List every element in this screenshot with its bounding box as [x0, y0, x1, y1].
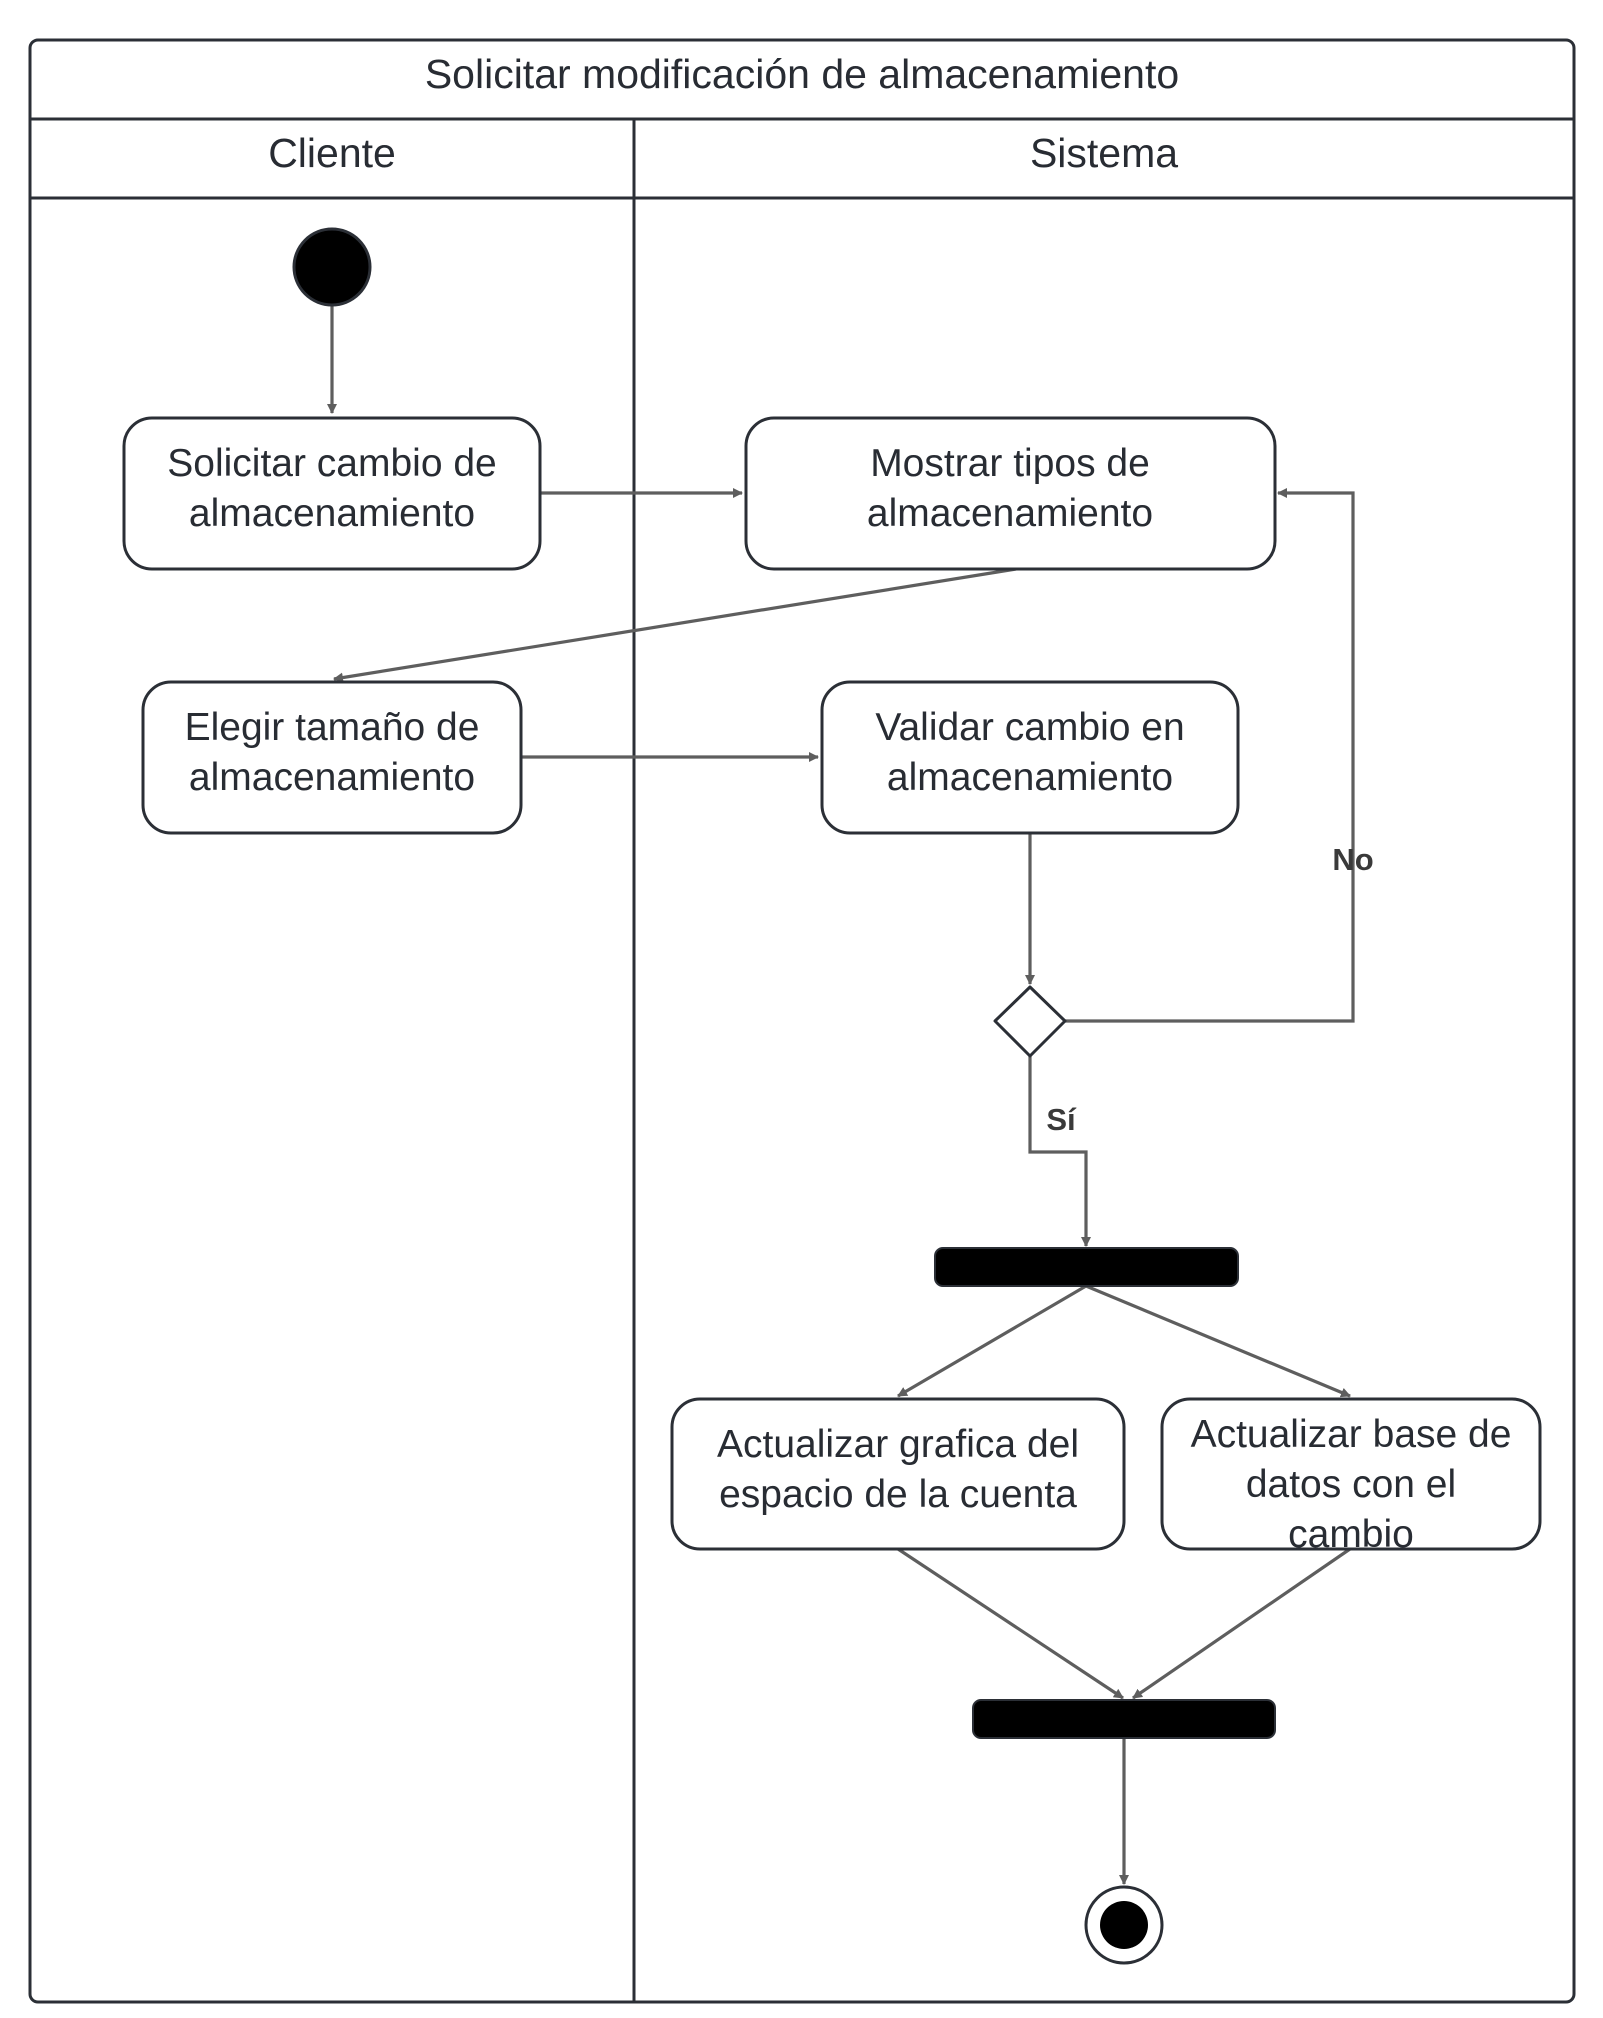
action-basedatos-line-2: datos con el — [1246, 1463, 1456, 1506]
edge-decision-to-mostrar-no — [1065, 488, 1355, 1023]
action-grafica-line-2: espacio de la cuenta — [719, 1473, 1077, 1516]
decision-node — [993, 985, 1067, 1058]
action-solicitar-line-1: Solicitar cambio de — [167, 442, 496, 485]
edge-grafica-to-join — [897, 1547, 1124, 1700]
diagram-frame — [28, 38, 1576, 2004]
action-validar-line-2: almacenamiento — [887, 756, 1173, 799]
action-validar-cambio: Validar cambio en almacenamiento — [820, 680, 1240, 835]
action-elegir-line-2: almacenamiento — [189, 756, 475, 799]
edge-mostrar-to-elegir — [333, 567, 1017, 683]
action-basedatos-line-3: cambio — [1288, 1513, 1414, 1556]
action-elegir-line-1: Elegir tamaño de — [185, 706, 480, 749]
lane-sistema-label: Sistema — [1030, 130, 1178, 176]
action-solicitar-cambio: Solicitar cambio de almacenamiento — [122, 416, 542, 571]
action-grafica-line-1: Actualizar grafica del — [717, 1423, 1079, 1466]
action-actualizar-base-datos: Actualizar base de datos con el cambio — [1160, 1397, 1542, 1556]
action-mostrar-line-1: Mostrar tipos de — [870, 442, 1150, 485]
action-mostrar-tipos: Mostrar tipos de almacenamiento — [744, 416, 1277, 571]
action-validar-line-1: Validar cambio en — [875, 706, 1184, 749]
action-solicitar-line-2: almacenamiento — [189, 492, 475, 535]
edge-label-no: No — [1332, 842, 1373, 877]
edges — [327, 306, 1355, 1885]
edge-fork-to-basedatos — [1085, 1284, 1351, 1398]
final-node — [1084, 1885, 1164, 1965]
fork-bar — [934, 1247, 1239, 1287]
diagram-title: Solicitar modificación de almacenamiento — [425, 51, 1179, 97]
action-actualizar-grafica: Actualizar grafica del espacio de la cue… — [670, 1397, 1126, 1551]
edge-fork-to-grafica — [897, 1284, 1087, 1398]
initial-node — [292, 227, 372, 307]
lane-cliente-label: Cliente — [268, 130, 396, 176]
action-mostrar-line-2: almacenamiento — [867, 492, 1153, 535]
join-bar — [972, 1699, 1276, 1739]
edge-decision-to-fork-si — [1028, 1056, 1091, 1247]
edge-basedatos-to-join — [1132, 1547, 1351, 1700]
action-elegir-tamano: Elegir tamaño de almacenamiento — [141, 680, 523, 835]
edge-label-si: Sí — [1046, 1102, 1077, 1137]
action-basedatos-line-1: Actualizar base de — [1191, 1413, 1512, 1456]
